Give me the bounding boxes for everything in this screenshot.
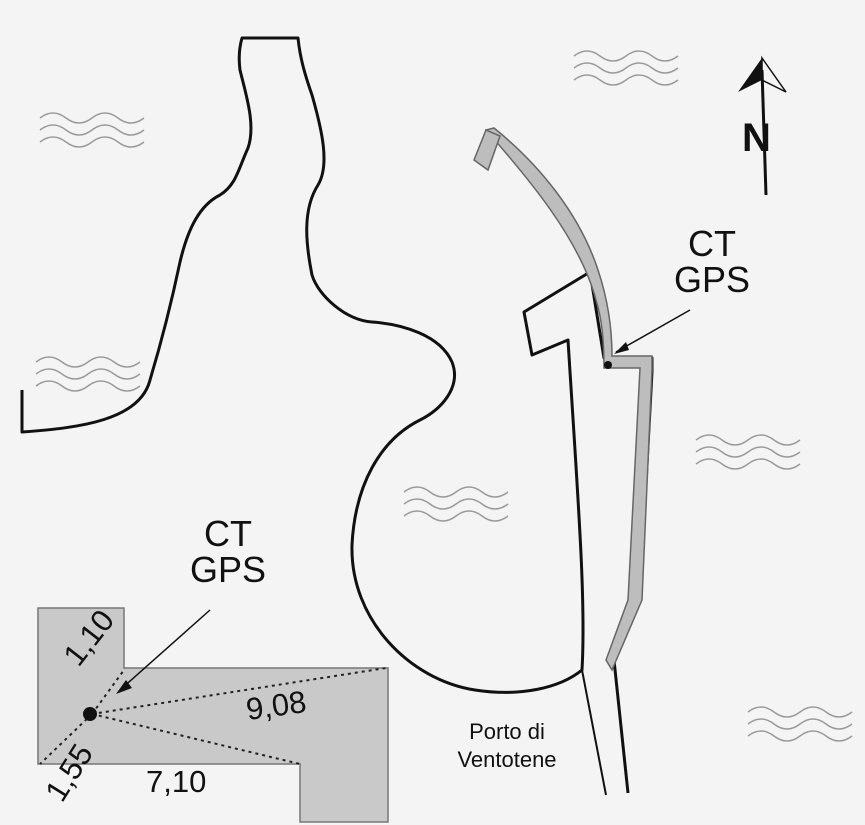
wave-group-3 [35,356,141,392]
distance-label-7-10: 7,10 [146,764,207,799]
wave-group-4 [695,434,801,470]
gps-label-bottom-line1: CT [204,513,252,554]
breakwater-tip [473,129,501,172]
gps-label-top-line2: GPS [673,259,751,300]
gps-point-bottom [83,707,97,721]
wave-group-5 [403,486,509,522]
north-label: N [742,116,771,160]
north-arrow-head-left [738,58,762,92]
wave-group-1 [39,112,145,148]
gps-arrow-bottom [119,609,211,691]
gps-label-top-line1: CT [688,223,736,264]
building-footprint [37,607,389,823]
wave-group-6 [747,706,853,742]
port-name-line2: Ventotene [457,746,557,772]
wave-group-2 [573,50,679,86]
measure-line-1-55 [39,713,93,765]
port-name-line1: Porto di [469,719,545,744]
gps-label-bottom-line2: GPS [189,549,267,590]
breakwater-pier [484,127,653,672]
gps-arrow-top-head [614,342,629,354]
water-waves [35,50,853,742]
measure-line-9-08-top [91,667,387,715]
measure-line-9-08-bottom [91,713,301,765]
measure-line-1-10 [91,669,125,715]
distance-label-9-08: 9,08 [243,683,309,728]
north-arrow-head-right [761,55,787,93]
gps-label-top: CT GPS [660,226,764,298]
port-name-label: Porto di Ventotene [432,718,582,773]
gps-point-top [604,361,612,369]
gps-arrow-bottom-head [116,680,132,694]
harbor-channel-edge [581,669,607,796]
island-coastline [20,36,654,794]
north-arrow-shaft [760,69,768,196]
gps-label-bottom: CT GPS [176,516,280,588]
gps-arrow-top [615,309,691,353]
